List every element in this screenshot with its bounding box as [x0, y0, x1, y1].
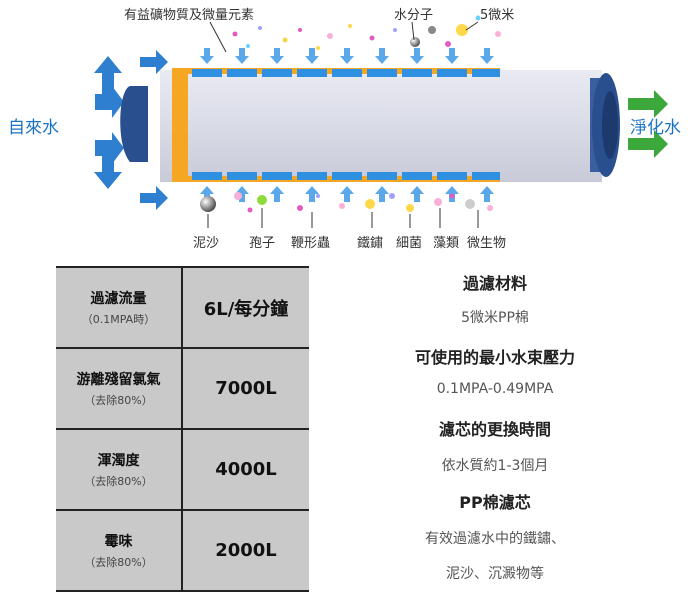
spec-value-cell: 6L/每分鐘	[182, 266, 309, 349]
spec-value-cell: 2000L	[182, 509, 309, 592]
spec-value: 2000L	[215, 540, 277, 561]
label-five-micron: 5微米	[480, 8, 515, 23]
inlet-arrows	[94, 50, 168, 210]
spec-value: 4000L	[215, 459, 277, 480]
outlet-label: 淨化水	[630, 118, 681, 138]
spec-key: 渾濁度	[97, 453, 140, 469]
material-title: 過濾材料	[462, 274, 527, 293]
spec-key-cell: 渾濁度 （去除80%）	[56, 428, 183, 511]
arrow-right-icon	[628, 90, 668, 118]
label-minerals: 有益礦物質及微量元素	[124, 8, 255, 23]
spec-value: 7000L	[215, 378, 277, 399]
inlet-end-cap	[120, 86, 148, 162]
particles	[200, 15, 501, 213]
label-microorganisms: 微生物	[467, 236, 507, 251]
pp-text-line1: 有效過濾水中的鐵鏽、	[425, 531, 565, 547]
replace-title: 濾芯的更換時間	[438, 420, 551, 439]
label-pointers	[207, 21, 479, 228]
arrow-up-icon	[94, 56, 122, 95]
inflow-arrows	[200, 48, 494, 202]
spec-table: 過濾流量 （0.1MPA時） 6L/每分鐘 游離殘留氯氣 （去除80%） 700…	[56, 266, 309, 592]
table-row: 渾濁度 （去除80%） 4000L	[56, 428, 309, 511]
replace-text: 依水質約1-3個月	[441, 458, 549, 474]
pp-text-line2: 泥沙、沉澱物等	[446, 566, 544, 582]
spec-key-cell: 過濾流量 （0.1MPA時）	[56, 266, 183, 349]
material-text: 5微米PP棉	[461, 310, 529, 326]
pressure-title: 可使用的最小水束壓力	[414, 348, 575, 367]
label-sediment: 泥沙	[193, 236, 220, 251]
spec-key-note: （去除80%）	[84, 556, 153, 569]
table-row: 過濾流量 （0.1MPA時） 6L/每分鐘	[56, 266, 309, 349]
table-row: 霉味 （去除80%） 2000L	[56, 509, 309, 592]
spec-key: 霉味	[104, 534, 133, 550]
inlet-label: 自來水	[8, 118, 59, 138]
pp-title: PP棉濾芯	[459, 493, 531, 512]
label-spores: 孢子	[249, 236, 276, 251]
filter-illustration	[94, 15, 668, 228]
label-algae: 藻類	[433, 236, 460, 251]
label-bacteria: 細菌	[396, 236, 423, 251]
pressure-text: 0.1MPA-0.49MPA	[436, 381, 554, 397]
spec-key: 過濾流量	[90, 291, 147, 307]
arrow-right-icon	[628, 130, 668, 158]
outlet-arrows	[628, 90, 668, 158]
arrow-down-icon	[94, 150, 122, 189]
spec-key-cell: 游離殘留氯氣 （去除80%）	[56, 347, 183, 430]
arrow-right-icon	[140, 50, 168, 74]
filter-cartridge	[160, 70, 602, 182]
filter-slots	[192, 69, 500, 180]
spec-key-note: （去除80%）	[84, 475, 153, 488]
spec-key: 游離殘留氯氣	[76, 372, 161, 388]
spec-key-cell: 霉味 （去除80%）	[56, 509, 183, 592]
label-water-molecule: 水分子	[394, 8, 434, 23]
spec-value: 6L/每分鐘	[203, 298, 289, 320]
arrow-right-icon	[140, 186, 168, 210]
spec-value-cell: 7000L	[182, 347, 309, 430]
filtration-diagram: 有益礦物質及微量元素 水分子 5微米 自來水 淨化水 泥沙 孢子 鞭形蟲 鐵鏽 …	[0, 0, 690, 260]
label-rust: 鐵鏽	[357, 236, 384, 251]
table-row: 游離殘留氯氣 （去除80%） 7000L	[56, 347, 309, 430]
spec-key-note: （0.1MPA時）	[81, 313, 156, 326]
spec-key-note: （去除80%）	[84, 394, 153, 407]
spec-value-cell: 4000L	[182, 428, 309, 511]
label-flagellates: 鞭形蟲	[291, 236, 331, 251]
